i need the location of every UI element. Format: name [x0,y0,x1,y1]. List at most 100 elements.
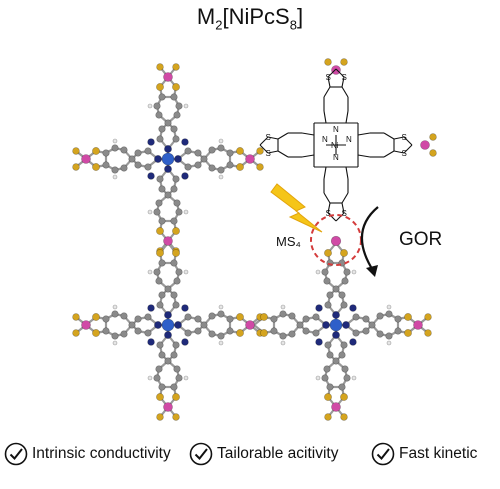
s-label: S [326,209,331,218]
hydrogen-atom [218,304,224,310]
carbon-atom [184,163,192,171]
hydrogen-atom [218,138,224,144]
sulfur-atom [92,313,100,321]
n-label: N [333,153,339,162]
carbon-atom [173,277,181,285]
carbon-atom [175,208,183,216]
carbon-atom [102,327,110,335]
carbon-atom [153,102,161,110]
carbon-atom [288,312,296,320]
hydrogen-atom [386,304,392,310]
skeleton-bond [259,136,269,146]
carbon-atom [326,383,334,391]
figure-title: M2[NiPcS8] [196,4,304,33]
skeleton-bond [335,68,345,78]
sulfur-atom [429,133,437,141]
metal-node-atom [245,320,255,330]
carbon-atom [208,312,216,320]
sulfur-atom [260,313,268,321]
carbon-atom [172,175,180,183]
hydrogen-atom [386,340,392,346]
carbon-atom [326,351,334,359]
sulfur-atom [324,393,332,401]
carbon-atom [332,285,340,293]
carbon-atom [111,166,119,174]
carbon-atom [200,155,208,163]
sulfur-atom [172,227,180,235]
carbon-atom [270,315,278,323]
carbon-atom [217,310,225,318]
carbon-atom [175,102,183,110]
skeleton-bond [301,132,315,136]
carbon-atom [326,291,334,299]
carbon-atom [226,315,234,323]
carbon-atom [170,259,178,267]
hydrogen-atom [147,209,153,215]
sulfur-atom [72,147,80,155]
s-label: S [402,149,407,158]
nitrogen-atom [181,172,189,180]
nitrogen-atom [147,172,155,180]
s-label: S [342,209,347,218]
carbon-atom [170,217,178,225]
skeleton-bond [393,150,405,154]
nitrogen-atom [174,155,182,163]
metal-node-atom [331,65,341,75]
carbon-atom [120,312,128,320]
carbon-atom [324,301,332,309]
hydrogen-atom [147,375,153,381]
s-label: S [266,133,271,142]
s-label: S [402,133,407,142]
skeleton-bond [323,166,327,180]
carbon-atom [200,321,208,329]
carbon-atom [144,147,152,155]
nitrogen-atom [315,304,323,312]
s-label: S [342,73,347,82]
skeleton-bond [267,150,279,154]
carbon-atom [134,161,142,169]
nitrogen-atom [154,155,162,163]
hydrogen-atom [112,304,118,310]
check-circle-icon [371,442,395,466]
carbon-atom [194,161,202,169]
nitrogen-atom [315,338,323,346]
feature-label: Tailorable acitivity [217,445,339,462]
metal-node-atom [163,236,173,246]
carbon-atom [175,374,183,382]
skeleton-bond [341,202,345,214]
sulfur-atom [236,329,244,337]
skeleton-bond [383,150,395,158]
carbon-atom [385,332,393,340]
metal-node-atom [163,402,173,412]
carbon-atom [302,327,310,335]
carbon-atom [194,315,202,323]
metal-node-atom [81,154,91,164]
nitrogen-atom [349,304,357,312]
hydrogen-atom [183,375,189,381]
skeleton-bond [327,68,337,78]
skeleton-bond [357,154,371,158]
carbon-atom [158,93,166,101]
carbon-atom [155,111,163,119]
sulfur-atom [72,329,80,337]
carbon-atom [288,330,296,338]
carbon-atom [170,93,178,101]
carbon-atom [362,327,370,335]
carbon-atom [134,315,142,323]
hydrogen-atom [351,269,357,275]
carbon-atom [134,327,142,335]
carbon-atom [158,185,166,193]
skeleton-bond [327,202,331,214]
nitrogen-atom [181,338,189,346]
hydrogen-atom [351,375,357,381]
carbon-atom [362,315,370,323]
carbon-atom [172,135,180,143]
nitrogen-atom [164,331,172,339]
skeleton-bond [341,86,349,98]
skeleton-bond [341,192,349,204]
hydrogen-atom [280,340,286,346]
carbon-atom [302,315,310,323]
sulfur-atom [260,329,268,337]
sulfur-atom [172,63,180,71]
sulfur-atom [72,163,80,171]
